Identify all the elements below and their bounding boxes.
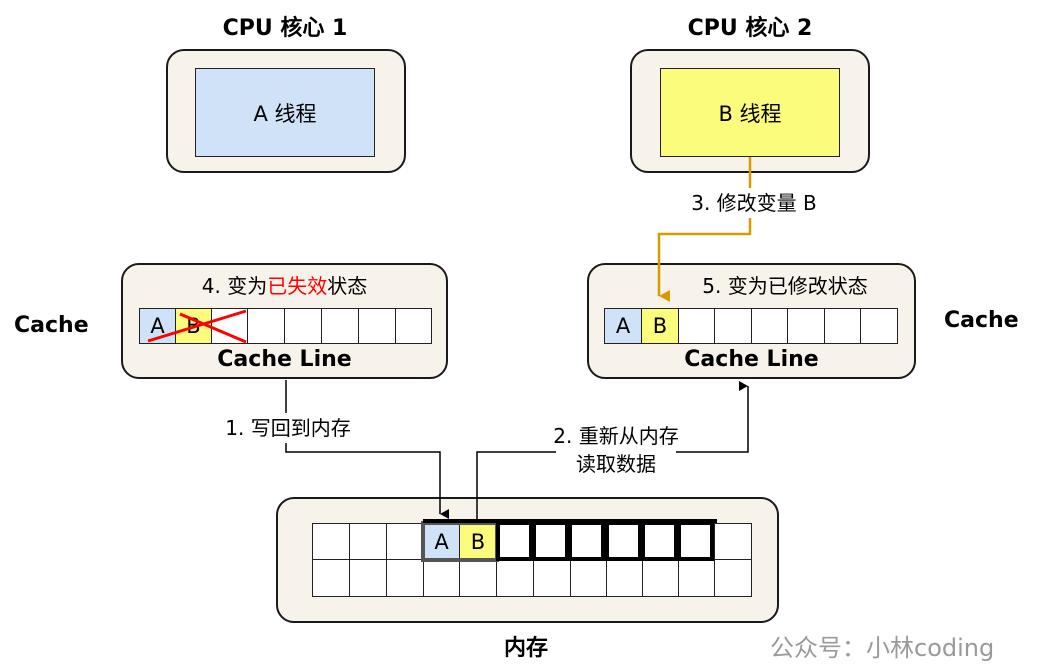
cache-right-line-label: Cache Line bbox=[684, 347, 819, 372]
cache-right-cell bbox=[860, 308, 898, 344]
cache-right-cell-a-label: A bbox=[615, 314, 631, 338]
cache-left-cell-a-label: A bbox=[150, 314, 165, 338]
memory-cell-b-label: B bbox=[470, 529, 486, 554]
invalid-cross-icon bbox=[147, 309, 247, 344]
cache-left-side-label: Cache bbox=[14, 313, 89, 338]
memory-cell bbox=[642, 523, 679, 560]
core2-title: CPU 核心 2 bbox=[687, 16, 813, 41]
memory-cell bbox=[312, 559, 350, 597]
thread-b-box: B 线程 bbox=[660, 68, 840, 157]
memory-cell bbox=[642, 559, 679, 597]
cache-left-state: 4. 变为已失效状态 bbox=[121, 270, 448, 299]
thread-b-label: B 线程 bbox=[718, 101, 782, 126]
cache-left-state-prefix: 4. 变为 bbox=[201, 274, 268, 298]
memory-cell bbox=[496, 559, 534, 597]
cache-right-state: 5. 变为已修改状态 bbox=[702, 274, 868, 298]
cache-left-state-suffix: 状态 bbox=[327, 274, 368, 298]
step2-label-line1: 2. 重新从内存 bbox=[536, 422, 696, 450]
cache-right-cell-b: B bbox=[641, 308, 679, 344]
step3-arrow bbox=[657, 157, 752, 302]
cache-right-side-label: Cache bbox=[944, 308, 1019, 333]
cache-left-state-highlight: 已失效 bbox=[267, 274, 328, 298]
cache-right-cell-b-label: B bbox=[652, 314, 668, 338]
thread-a-box: A 线程 bbox=[195, 68, 375, 157]
step1-arrow bbox=[285, 380, 449, 519]
cache-right-cell bbox=[787, 308, 825, 344]
memory-label: 内存 bbox=[503, 636, 548, 661]
cache-right-cell bbox=[714, 308, 752, 344]
step2-label-line2: 读取数据 bbox=[556, 450, 676, 478]
step1-label: 1. 写回到内存 bbox=[213, 413, 363, 443]
thread-a-label: A 线程 bbox=[253, 101, 317, 126]
cache-left-cell bbox=[284, 308, 322, 344]
memory-cell bbox=[570, 559, 607, 597]
memory-cell bbox=[714, 559, 752, 597]
memory-cell bbox=[386, 559, 424, 597]
cache-left-cell bbox=[395, 308, 432, 344]
cache-left-cell bbox=[358, 308, 396, 344]
step3-label: 3. 修改变量 B bbox=[666, 188, 842, 218]
core1-title: CPU 核心 1 bbox=[222, 16, 348, 41]
cache-left-cell bbox=[247, 308, 285, 344]
cache-left-line-label: Cache Line bbox=[217, 347, 352, 372]
watermark: 公众号：小林coding bbox=[770, 634, 995, 662]
cache-right-cell bbox=[824, 308, 861, 344]
memory-cell-a-label: A bbox=[434, 529, 449, 554]
